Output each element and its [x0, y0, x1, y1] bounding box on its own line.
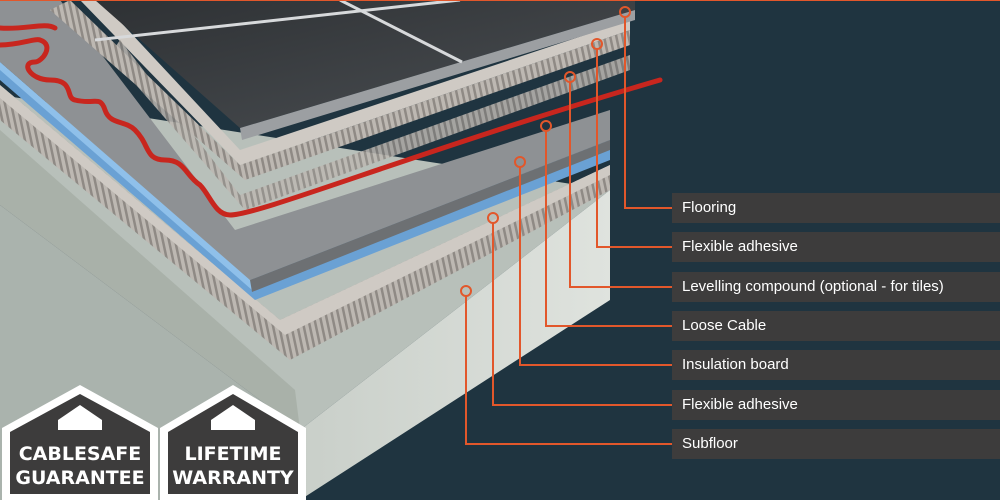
label-insulation-board: Insulation board: [672, 350, 1000, 380]
leader-marker-flexible-adhesive-top: [591, 38, 603, 50]
leader-marker-loose-cable: [540, 120, 552, 132]
label-levelling-compound: Levelling compound (optional - for tiles…: [672, 272, 1000, 302]
leader-lines: [460, 6, 672, 445]
loose-cable-layer: [0, 23, 663, 218]
flexible-adhesive-top-layer: [50, 0, 630, 210]
leader-marker-flooring: [619, 6, 631, 18]
label-subfloor: Subfloor: [672, 429, 1000, 459]
label-flooring: Flooring: [672, 193, 1000, 223]
tile-grout-line: [94, 0, 461, 42]
leader-marker-subfloor: [460, 285, 472, 297]
flexible-adhesive-bottom-layer: [0, 85, 610, 360]
tile-grout-line: [339, 0, 463, 64]
leader-marker-flexible-adhesive-bottom: [487, 212, 499, 224]
label-flexible-adhesive-top: Flexible adhesive: [672, 232, 1000, 262]
label-flexible-adhesive-bottom: Flexible adhesive: [672, 390, 1000, 420]
leader-line-loose-cable: [545, 131, 672, 327]
leader-line-flexible-adhesive-bottom: [492, 223, 672, 406]
leader-line-subfloor: [465, 296, 672, 445]
label-loose-cable: Loose Cable: [672, 311, 1000, 341]
leader-line-flexible-adhesive-top: [596, 49, 672, 248]
leader-marker-levelling-compound: [564, 71, 576, 83]
leader-line-insulation-board: [519, 167, 672, 366]
flooring-layer: [0, 0, 1000, 140]
leader-marker-insulation-board: [514, 156, 526, 168]
insulation-board-layer: [0, 62, 610, 300]
leader-line-flooring: [624, 17, 672, 209]
leader-line-levelling-compound: [569, 82, 672, 288]
